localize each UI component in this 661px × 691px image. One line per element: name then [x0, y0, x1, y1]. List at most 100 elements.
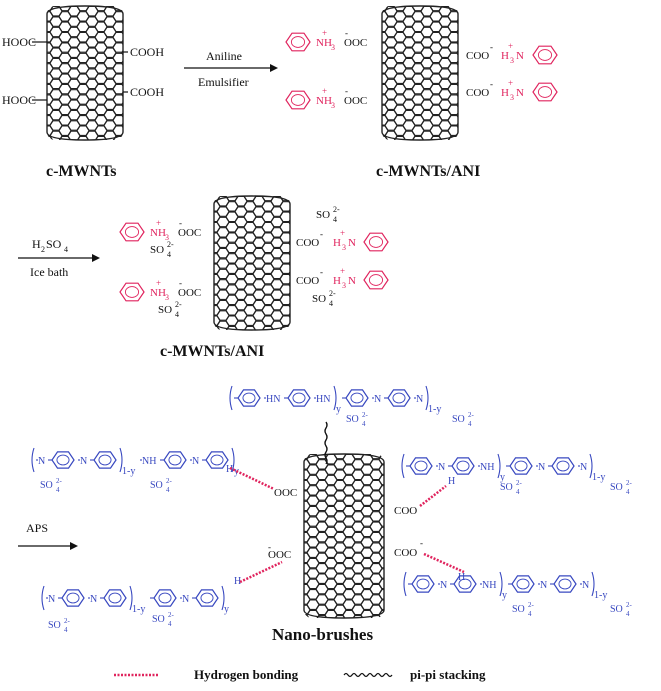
nanotube-4 [298, 439, 391, 630]
arrow-1-bottom-label: Emulsifier [198, 75, 249, 89]
svg-text:4: 4 [166, 486, 170, 494]
benzene-ring [286, 33, 310, 51]
quinoid-ring [196, 590, 218, 606]
chain-atom: NH [480, 462, 494, 473]
hbond-lower-left [240, 562, 282, 582]
svg-text:N: N [516, 87, 524, 99]
cooh-bottom-right: COOH [130, 85, 164, 99]
svg-text:SO: SO [48, 620, 61, 631]
anilinium-3-left-bottom: NH 3 + [150, 278, 169, 302]
svg-text:N: N [348, 275, 356, 287]
svg-text:SO: SO [158, 304, 172, 316]
chain-atom: N [38, 456, 45, 467]
svg-text:+: + [508, 41, 513, 51]
svg-text:+: + [322, 86, 327, 96]
nanotube-3 [208, 181, 301, 341]
arrow-3-head [70, 542, 78, 550]
svg-text:SO: SO [316, 209, 330, 221]
hbond-hydrogen-3: H [458, 572, 465, 583]
minus-tl: - [345, 28, 348, 38]
hbond-hydrogen-0: H [226, 464, 233, 475]
chain-atom: N [48, 594, 55, 605]
sulfate-3: SO 4 2- [158, 300, 182, 319]
chain-atom: N [440, 580, 447, 591]
chain-atom: N [538, 462, 545, 473]
svg-text:2-: 2- [64, 617, 71, 625]
anilinium-3-right-bottom: H 3 N + [333, 266, 356, 290]
carboxylate-tr: COO [466, 50, 489, 62]
svg-text:4: 4 [528, 610, 532, 618]
hbond-hydrogen-2: H [448, 476, 455, 487]
panel-protonated: H 2 SO 4 Ice bath NH 3 + NH 3 + OOC - OO… [18, 181, 388, 360]
chain-atom: HN [316, 394, 330, 405]
arrow-2-top-label: H 2 SO 4 [32, 237, 68, 254]
chain-subscript: y [224, 604, 229, 615]
label-c-mwnts-ani-1: c-MWNTs/ANI [376, 163, 480, 180]
svg-text:SO: SO [150, 244, 164, 256]
svg-text:4: 4 [333, 215, 337, 224]
legend: Hydrogen bonding pi-pi stacking [114, 667, 486, 682]
carboxylate-4-tr: COO [394, 505, 417, 517]
legend-pipi-label: pi-pi stacking [410, 667, 486, 682]
hbond-upper-right [420, 486, 446, 506]
svg-text:3: 3 [331, 43, 335, 52]
svg-text:4: 4 [329, 299, 333, 308]
carboxylate-3-tl: OOC [178, 227, 201, 239]
svg-text:4: 4 [64, 245, 68, 254]
minus-bl: - [345, 86, 348, 96]
label-c-mwnts: c-MWNTs [46, 163, 117, 180]
svg-text:4: 4 [56, 486, 60, 494]
svg-text:2-: 2- [468, 411, 475, 419]
sulfate-4: SO 4 2- [312, 289, 336, 308]
svg-text:SO: SO [452, 414, 465, 425]
minus-br: - [490, 79, 493, 89]
svg-text:3: 3 [342, 243, 346, 252]
quinoid-ring [554, 576, 576, 592]
svg-text:SO: SO [312, 293, 326, 305]
quinoid-ring [94, 452, 116, 468]
legend-pipi-swatch [344, 674, 392, 677]
benzene-ring [533, 83, 557, 101]
anilinium-right-top: H 3 N + [501, 41, 524, 65]
svg-text:4: 4 [516, 488, 520, 496]
svg-text:4: 4 [626, 488, 630, 496]
quinoid-ring [512, 576, 534, 592]
quinoid-ring [510, 458, 532, 474]
svg-text:+: + [322, 28, 327, 38]
minus-4-br: - [420, 538, 423, 548]
svg-text:3: 3 [342, 281, 346, 290]
arrow-2-head [92, 254, 100, 262]
minus-4-bl: - [268, 542, 271, 552]
svg-text:4: 4 [362, 420, 366, 428]
svg-text:2-: 2- [528, 601, 535, 609]
svg-text:2-: 2- [167, 240, 174, 249]
svg-text:2-: 2- [516, 479, 523, 487]
svg-text:4: 4 [168, 620, 172, 628]
svg-text:H: H [333, 237, 341, 249]
chain-atom: N [192, 456, 199, 467]
svg-text:N: N [348, 237, 356, 249]
svg-text:H: H [333, 275, 341, 287]
svg-text:3: 3 [510, 56, 514, 65]
chain-atom: N [540, 580, 547, 591]
svg-text:2-: 2- [362, 411, 369, 419]
benzene-ring [364, 271, 388, 289]
svg-text:SO: SO [500, 482, 513, 493]
svg-text:4: 4 [626, 610, 630, 618]
quinoid-ring [52, 452, 74, 468]
svg-text:NH: NH [150, 287, 166, 299]
chain-atom: N [182, 594, 189, 605]
chain-atom: N [580, 462, 587, 473]
carboxylate-4-bl: OOC [268, 549, 291, 561]
chain-subscript: 1-y [592, 472, 605, 483]
svg-text:+: + [156, 218, 161, 228]
arrow-2-bottom-label: Ice bath [30, 265, 68, 279]
svg-text:4: 4 [468, 420, 472, 428]
